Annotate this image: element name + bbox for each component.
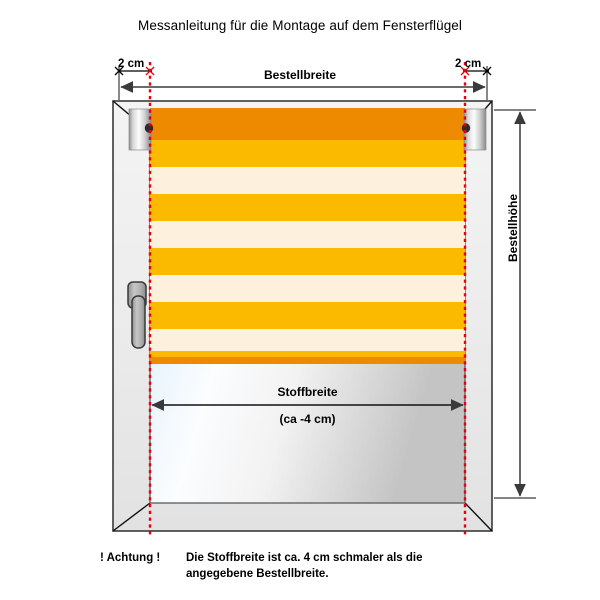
margin-dimension-right [460, 66, 492, 76]
fabric-width-note: (ca -4 cm) [279, 412, 336, 426]
order-height-dimension [494, 109, 536, 499]
window-handle [127, 281, 147, 349]
order-width-label: Bestellbreite [263, 68, 337, 82]
order-height-label: Bestellhöhe [506, 193, 520, 262]
blind-fabric [150, 108, 465, 364]
warning-marker: ! Achtung ! [100, 552, 161, 564]
warning-line-2: angegebene Bestellbreite. [186, 568, 329, 580]
margin-left-label: 2 cm [118, 58, 145, 70]
page-title: Messanleitung für die Montage auf dem Fe… [137, 18, 463, 33]
warning-line-1: Die Stoffbreite ist ca. 4 cm schmaler al… [186, 552, 423, 564]
margin-dimension-left [114, 66, 155, 76]
warning-note: ! Achtung ! Die Stoffbreite ist ca. 4 cm … [0, 550, 600, 582]
measure-guide-lines [148, 62, 467, 536]
margin-right-label: 2 cm [455, 58, 482, 70]
fabric-width-label: Stoffbreite [277, 385, 338, 399]
